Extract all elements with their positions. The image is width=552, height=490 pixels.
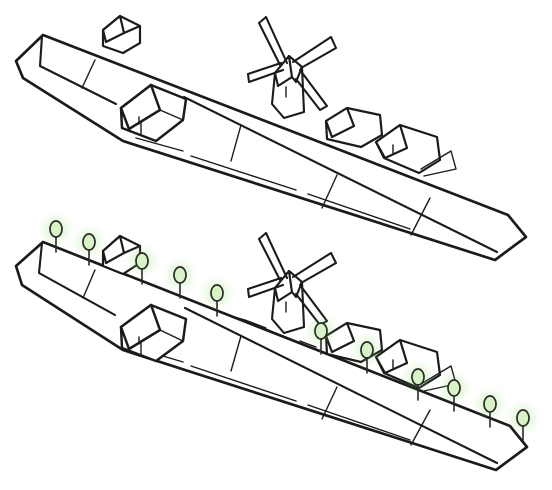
bottom-front-house: [121, 305, 186, 361]
tree: [511, 406, 535, 441]
tree: [406, 365, 430, 400]
top-dike: [16, 35, 526, 260]
top-right-houses: [326, 108, 456, 176]
top-front-house: [121, 85, 186, 141]
tree: [44, 217, 68, 252]
tree: [205, 281, 229, 316]
top-panel: [16, 16, 526, 260]
tree: [442, 376, 466, 411]
top-small-house: [103, 16, 140, 53]
tree: [77, 230, 101, 265]
bottom-dike: [16, 242, 527, 470]
top-windmill: [248, 17, 336, 118]
bottom-windmill: [248, 233, 336, 333]
bottom-panel: [16, 217, 535, 470]
